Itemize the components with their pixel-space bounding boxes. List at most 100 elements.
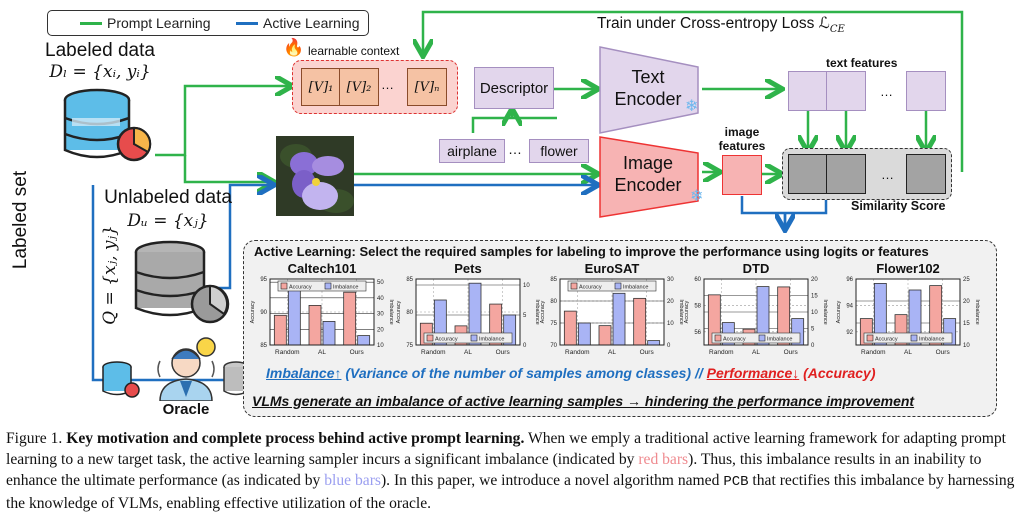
legend-item-prompt: Prompt Learning bbox=[80, 15, 211, 31]
unlabeled-data-title: Unlabeled data bbox=[104, 187, 232, 208]
similarity-ellipsis: … bbox=[881, 167, 894, 182]
descriptor-box: Descriptor bbox=[474, 67, 554, 109]
chart-legend bbox=[277, 280, 367, 292]
labeled-set-title: Labeled set bbox=[10, 170, 31, 270]
y-tick-label: 90 bbox=[260, 310, 267, 316]
y-axis-label: Accuracy bbox=[250, 300, 256, 323]
bar-imbalance bbox=[612, 292, 626, 346]
y-tick-label: 95 bbox=[260, 277, 267, 283]
y-tick-label: 92 bbox=[846, 330, 853, 336]
y-tick-label: 85 bbox=[550, 277, 557, 283]
chart-title: Pets bbox=[454, 261, 482, 276]
text-features-label: text features bbox=[826, 56, 898, 70]
image-encoder-label-1: Image bbox=[622, 153, 674, 173]
y2-axis-label: Imbalance bbox=[974, 299, 980, 324]
y-axis-label: Accuracy bbox=[396, 300, 402, 323]
performance-word: Performance bbox=[706, 365, 793, 381]
x-tick-label: AL bbox=[464, 349, 472, 356]
y-tick-label: 60 bbox=[694, 277, 701, 283]
plot-frame bbox=[559, 278, 665, 346]
y2-tick-label: 10 bbox=[811, 310, 818, 316]
bar-imbalance bbox=[577, 322, 591, 346]
y-tick-label: 75 bbox=[406, 343, 413, 349]
bar-accuracy bbox=[273, 314, 287, 346]
unlabeled-data-math: Dᵤ = {xⱼ} bbox=[127, 211, 209, 231]
legend-swatch bbox=[714, 334, 722, 342]
legend: Prompt Learning Active Learning bbox=[47, 10, 369, 36]
y2-tick-label: 10 bbox=[523, 283, 530, 289]
y2-tick-label: 30 bbox=[377, 312, 384, 318]
x-tick-label: Ours bbox=[784, 349, 799, 356]
context-ellipsis: … bbox=[381, 77, 394, 92]
similarity-score-box: … bbox=[782, 148, 952, 200]
legend-label: Accuracy bbox=[875, 337, 898, 343]
arrow-classes-to-descriptor bbox=[471, 112, 557, 133]
y2-tick-label: 25 bbox=[963, 277, 970, 283]
y2-tick-label: 15 bbox=[963, 321, 970, 327]
y2-axis-label: Imbalance bbox=[678, 299, 684, 324]
chart-title: EuroSAT bbox=[584, 261, 640, 276]
snowflake-icon: ❄ bbox=[685, 98, 699, 115]
conclusion-line: VLMs generate an imbalance of active lea… bbox=[252, 393, 915, 409]
y-tick-label: 80 bbox=[406, 310, 413, 316]
y2-tick-label: 20 bbox=[963, 299, 970, 305]
x-tick-label: Random bbox=[709, 349, 734, 356]
y2-tick-label: 50 bbox=[377, 280, 384, 286]
text-feature-cell bbox=[826, 71, 866, 111]
bar-imbalance bbox=[287, 288, 301, 346]
legend-label: Imbalance bbox=[333, 285, 358, 291]
y2-tick-label: 40 bbox=[377, 296, 384, 302]
pcb-name: PCB bbox=[723, 474, 749, 490]
active-learning-panel: Active Learning: Select the required sam… bbox=[243, 240, 997, 417]
learnable-context-label: learnable context bbox=[308, 44, 400, 58]
y2-tick-label: 10 bbox=[377, 343, 384, 349]
x-tick-label: Random bbox=[861, 349, 886, 356]
context-token: [V]ₙ bbox=[407, 68, 447, 106]
similarity-cell bbox=[826, 154, 866, 194]
legend-label: Imbalance bbox=[767, 337, 792, 343]
y-axis-label: Accuracy bbox=[836, 300, 842, 323]
legend-swatch bbox=[470, 334, 478, 342]
bar-imbalance bbox=[322, 321, 336, 346]
imbalance-word: Imbalance bbox=[266, 365, 335, 381]
x-tick-label: Ours bbox=[640, 349, 655, 356]
learnable-context-box: [V]₁ [V]₂ … [V]ₙ bbox=[292, 60, 458, 114]
x-tick-label: AL bbox=[318, 349, 326, 356]
x-tick-label: Ours bbox=[350, 349, 365, 356]
text-encoder-shape bbox=[599, 46, 699, 134]
legend-item-active: Active Learning bbox=[236, 15, 360, 31]
plot-frame bbox=[415, 278, 521, 346]
bar-imbalance bbox=[647, 340, 661, 346]
bar-accuracy bbox=[343, 291, 357, 346]
x-tick-label: Ours bbox=[936, 349, 951, 356]
arrow-loss-loop bbox=[423, 10, 964, 172]
labeled-database-icon bbox=[63, 88, 152, 162]
labeled-data-math: Dₗ = {xᵢ, yᵢ} bbox=[49, 62, 151, 82]
legend-label: Accuracy bbox=[723, 337, 746, 343]
y-tick-label: 96 bbox=[846, 277, 853, 283]
red-bars-text: red bars bbox=[638, 451, 689, 468]
y2-tick-label: 10 bbox=[667, 321, 674, 327]
chart-title: Flower102 bbox=[876, 261, 940, 276]
green-line-icon bbox=[80, 21, 102, 25]
y-tick-label: 85 bbox=[260, 343, 267, 349]
x-tick-label: AL bbox=[608, 349, 616, 356]
legend-swatch bbox=[758, 334, 766, 342]
legend-label: Accuracy bbox=[579, 285, 602, 291]
legend-swatch bbox=[866, 334, 874, 342]
y-tick-label: 85 bbox=[406, 277, 413, 283]
y2-tick-label: 5 bbox=[811, 327, 815, 333]
chart-legend bbox=[863, 332, 953, 344]
image-encoder-shape bbox=[599, 136, 699, 218]
image-features-label-1: image bbox=[724, 125, 760, 139]
y-tick-label: 58 bbox=[694, 303, 701, 309]
legend-swatch bbox=[280, 282, 288, 290]
text-features-ellipsis: … bbox=[880, 84, 893, 99]
class-ellipsis: … bbox=[508, 141, 522, 157]
oracle-person-icon bbox=[157, 337, 216, 401]
